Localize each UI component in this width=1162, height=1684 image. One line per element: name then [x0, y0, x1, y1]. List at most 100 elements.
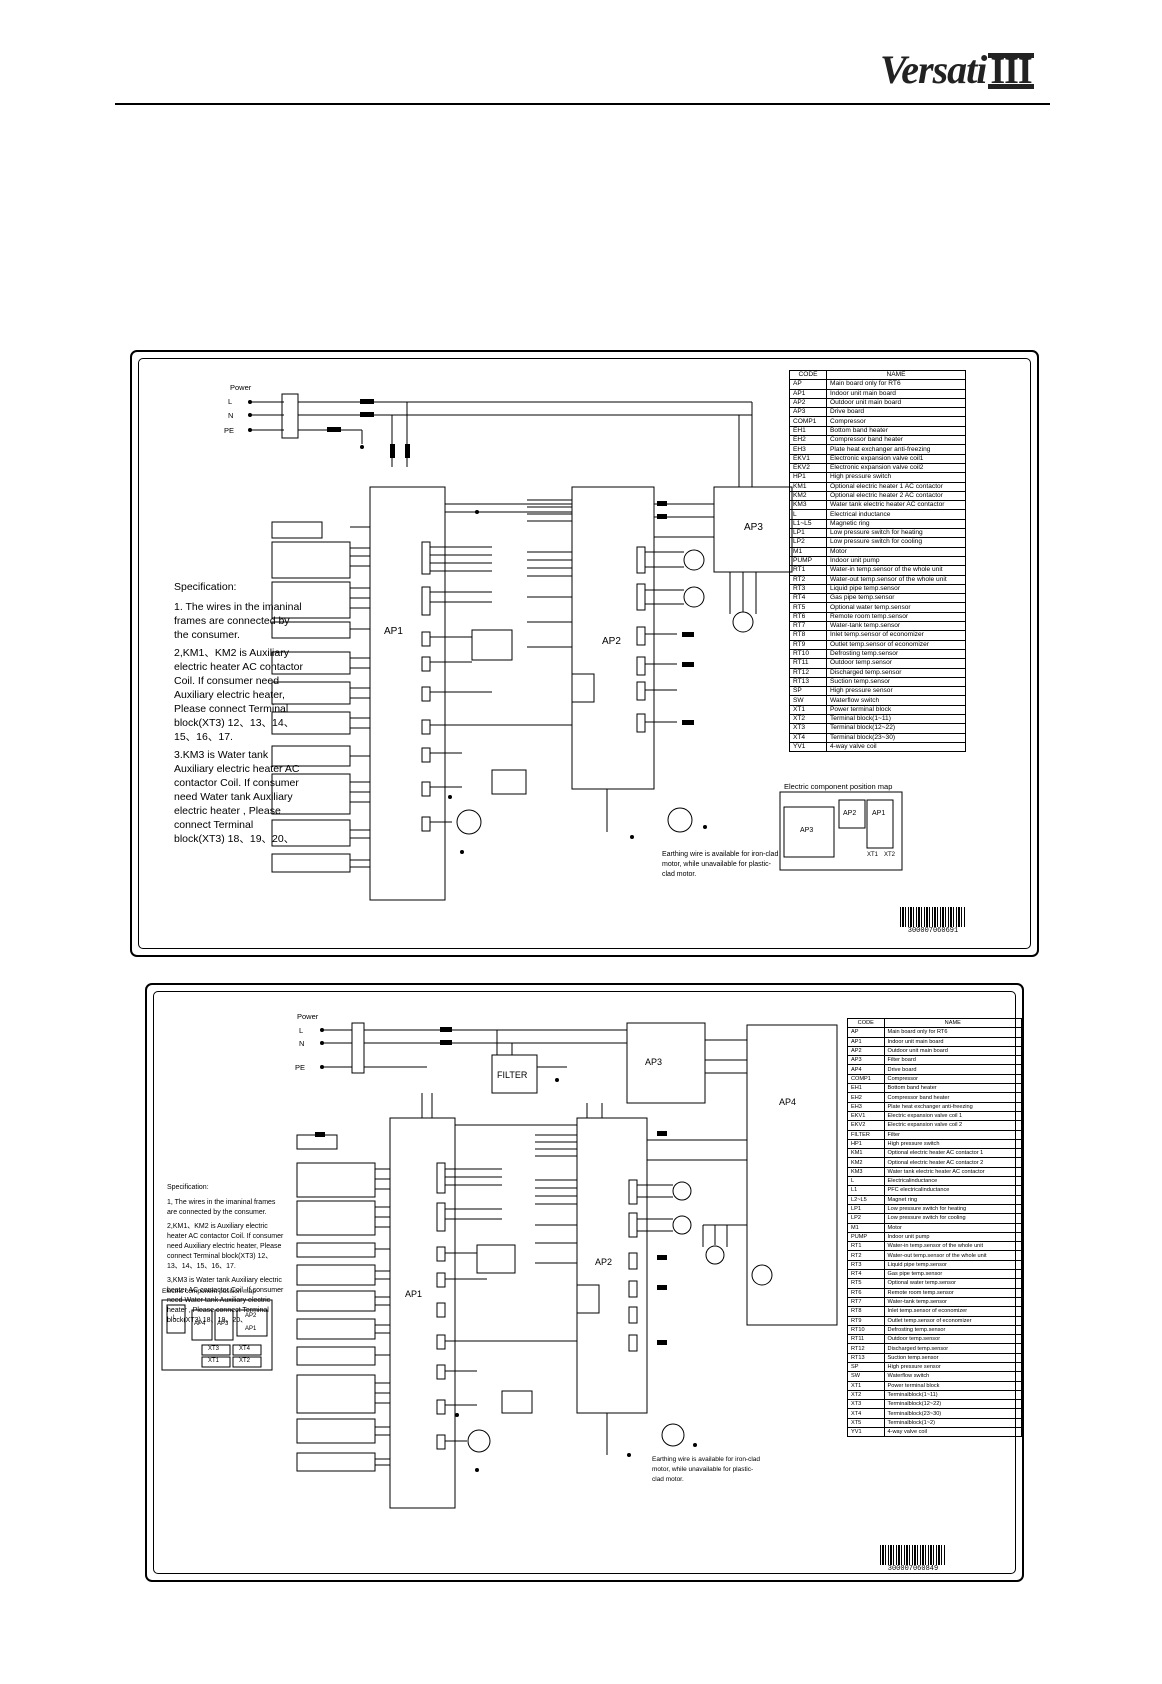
legend-name: Water-tank temp.sensor: [883, 1296, 1023, 1308]
legend-code: KM3: [847, 1166, 885, 1178]
legend-name: Main board only for RT6: [826, 379, 966, 390]
legend-name: Outdoor unit main board: [826, 397, 966, 409]
legend-name: Optional electric heater AC contactor 1: [883, 1148, 1023, 1159]
position-map-title: Electric component position map: [784, 782, 893, 791]
legend-name: Suction temp.sensor: [826, 676, 966, 688]
legend-name: Water-in temp.sensor of the whole unit: [883, 1241, 1023, 1252]
legend-code: EH1: [847, 1083, 885, 1094]
legend-name: Discharged temp.sensor: [883, 1343, 1023, 1354]
power-line-pe-2: PE: [295, 1063, 305, 1072]
legend-name: Compressor band heater: [883, 1092, 1023, 1103]
board-ap3-label-2: AP3: [645, 1057, 662, 1067]
legend-name: Water-in temp.sensor of the whole unit: [826, 565, 966, 576]
legend-name: Magnet ring: [883, 1194, 1023, 1205]
barcode-number-2: 300007060849: [887, 1565, 939, 1573]
spec-item-1: 1. The wires in the imaninal frames are …: [174, 601, 302, 641]
legend-code: KM2: [789, 490, 827, 502]
header-divider: [115, 103, 1050, 105]
diagram-1-schematic: Power L N PE AP1 AP2 AP3: [224, 383, 903, 901]
legend-code: EH2: [847, 1092, 885, 1103]
legend-code: M1: [847, 1222, 885, 1233]
diagram-2-specification: Specification: 1, The wires in the imani…: [167, 1183, 285, 1326]
legend-name: Motor: [883, 1222, 1023, 1233]
board-ap2-label: AP2: [602, 636, 621, 647]
legend-code: RT9: [847, 1315, 885, 1326]
legend-code: KM3: [789, 500, 827, 511]
power-line-n-2: N: [299, 1039, 304, 1048]
diagram-1-specification: Specification: 1. The wires in the imani…: [174, 580, 304, 846]
legend-header-name: NAME: [826, 369, 966, 381]
legend-code: L: [789, 509, 827, 520]
legend-code: KM1: [789, 481, 827, 492]
pos2-ap3: AP3: [217, 1321, 229, 1327]
board-ap4-label: AP4: [779, 1097, 796, 1107]
diagram-2-schematic: Power L N PE FILTER AP3 AP4 AP1 AP2: [161, 1012, 838, 1509]
legend-name: Outlet temp.sensor of economizer: [883, 1315, 1023, 1326]
spec-item-2: 2,KM1、KM2 is Auxiliary electric heater A…: [174, 647, 303, 743]
legend-name: Optional electric heater 1 AC contactor: [826, 481, 966, 492]
legend-code: RT6: [847, 1287, 885, 1298]
legend-code: RT11: [789, 658, 827, 669]
legend-code: RT2: [789, 574, 827, 585]
legend-code: XT4: [847, 1408, 885, 1419]
legend-name: Main board only for RT6: [883, 1027, 1023, 1038]
spec-title: Specification:: [174, 581, 237, 593]
legend-name: Defrosting temp.sensor: [883, 1324, 1023, 1336]
legend-name: Low pressure switch for heating: [826, 528, 966, 539]
position-map-xt1: XT1: [867, 852, 879, 858]
legend-code: AP3: [789, 407, 827, 418]
legend-code: SP: [789, 686, 827, 697]
position-map-ap3: AP3: [800, 827, 814, 834]
legend-code: RT13: [847, 1352, 885, 1364]
filter-label: FILTER: [497, 1070, 528, 1080]
legend-name: Power terminal block: [826, 704, 966, 716]
legend-name: Indoor unit pump: [883, 1231, 1023, 1243]
legend-code: RT7: [789, 620, 827, 632]
legend-code: XT3: [847, 1399, 885, 1410]
legend-code: RT10: [847, 1324, 885, 1336]
legend-name: High pressure sensor: [883, 1361, 1023, 1373]
legend-code: EKV1: [847, 1110, 885, 1122]
barcode-bars: [900, 907, 966, 927]
barcode-number: 300007060691: [907, 927, 959, 935]
legend-code: AP2: [789, 397, 827, 409]
board-ap2-label-2: AP2: [595, 1257, 612, 1267]
spec2-title: Specification:: [167, 1184, 209, 1191]
legend-code: RT10: [789, 648, 827, 660]
legend-code: XT1: [847, 1380, 885, 1391]
diagram-1-border: [138, 358, 1031, 949]
legend-code: RT4: [789, 593, 827, 604]
legend-name: Discharged temp.sensor: [826, 667, 966, 678]
legend-code: AP3: [847, 1055, 885, 1066]
legend-code: AP1: [789, 388, 827, 399]
legend-code: HP1: [847, 1138, 885, 1150]
pos2-xt3: XT3: [208, 1346, 220, 1352]
logo-numeral: III: [988, 50, 1034, 92]
legend-name: Filter: [883, 1129, 1023, 1140]
